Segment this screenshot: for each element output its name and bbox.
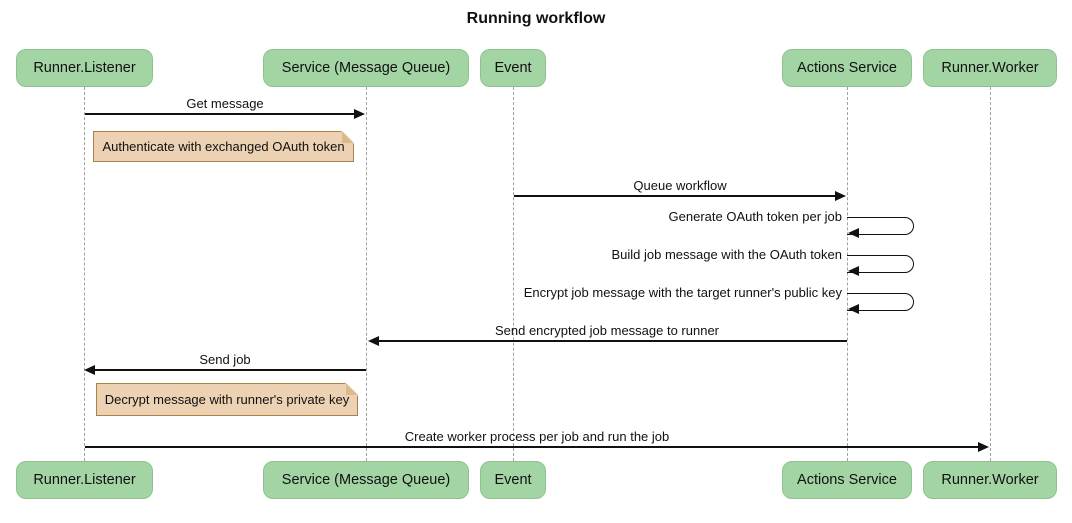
message-label-generate-oauth-token: Generate OAuth token per job bbox=[668, 209, 842, 224]
participant-bottom-runner-listener: Runner.Listener bbox=[16, 461, 153, 499]
participant-bottom-actions-service: Actions Service bbox=[782, 461, 912, 499]
arrowhead-left-icon bbox=[848, 304, 859, 314]
lifeline-service-message-queue bbox=[366, 87, 367, 461]
diagram-title: Running workflow bbox=[466, 10, 606, 27]
message-label-send-job: Send job bbox=[199, 352, 251, 367]
participant-top-service-message-queue: Service (Message Queue) bbox=[263, 49, 469, 87]
participant-top-event: Event bbox=[480, 49, 546, 87]
self-loop-generate-oauth-token bbox=[847, 217, 914, 235]
message-label-build-job-message: Build job message with the OAuth token bbox=[611, 247, 842, 262]
lifeline-actions-service bbox=[847, 87, 848, 461]
note-authenticate: Authenticate with exchanged OAuth token bbox=[93, 131, 354, 162]
participant-bottom-runner-worker: Runner.Worker bbox=[923, 461, 1057, 499]
message-label-send-encrypted: Send encrypted job message to runner bbox=[494, 323, 720, 338]
self-loop-build-job-message bbox=[847, 255, 914, 273]
message-label-queue-workflow: Queue workflow bbox=[633, 178, 727, 193]
message-label-get-message: Get message bbox=[186, 96, 264, 111]
arrowhead-left-icon bbox=[848, 266, 859, 276]
participant-bottom-service-message-queue: Service (Message Queue) bbox=[263, 461, 469, 499]
note-text: Authenticate with exchanged OAuth token bbox=[102, 139, 345, 154]
arrowhead-right-icon bbox=[835, 191, 846, 201]
message-arrow-queue-workflow bbox=[514, 195, 836, 197]
message-arrow-send-encrypted bbox=[370, 340, 847, 342]
message-arrow-create-worker bbox=[85, 446, 978, 448]
message-arrow-send-job bbox=[89, 369, 366, 371]
lifeline-event bbox=[513, 87, 514, 461]
self-loop-encrypt-job-message bbox=[847, 293, 914, 311]
message-arrow-get-message bbox=[85, 113, 355, 115]
arrowhead-right-icon bbox=[978, 442, 989, 452]
participant-top-runner-listener: Runner.Listener bbox=[16, 49, 153, 87]
message-label-create-worker: Create worker process per job and run th… bbox=[404, 429, 670, 444]
arrowhead-left-icon bbox=[84, 365, 95, 375]
lifeline-runner-worker bbox=[990, 87, 991, 461]
note-decrypt: Decrypt message with runner's private ke… bbox=[96, 383, 358, 416]
participant-bottom-event: Event bbox=[480, 461, 546, 499]
message-label-encrypt-job-message: Encrypt job message with the target runn… bbox=[523, 285, 842, 300]
participant-top-runner-worker: Runner.Worker bbox=[923, 49, 1057, 87]
lifeline-runner-listener bbox=[84, 87, 85, 461]
arrowhead-left-icon bbox=[368, 336, 379, 346]
arrowhead-left-icon bbox=[848, 228, 859, 238]
note-text: Decrypt message with runner's private ke… bbox=[104, 392, 350, 407]
arrowhead-right-icon bbox=[354, 109, 365, 119]
participant-top-actions-service: Actions Service bbox=[782, 49, 912, 87]
